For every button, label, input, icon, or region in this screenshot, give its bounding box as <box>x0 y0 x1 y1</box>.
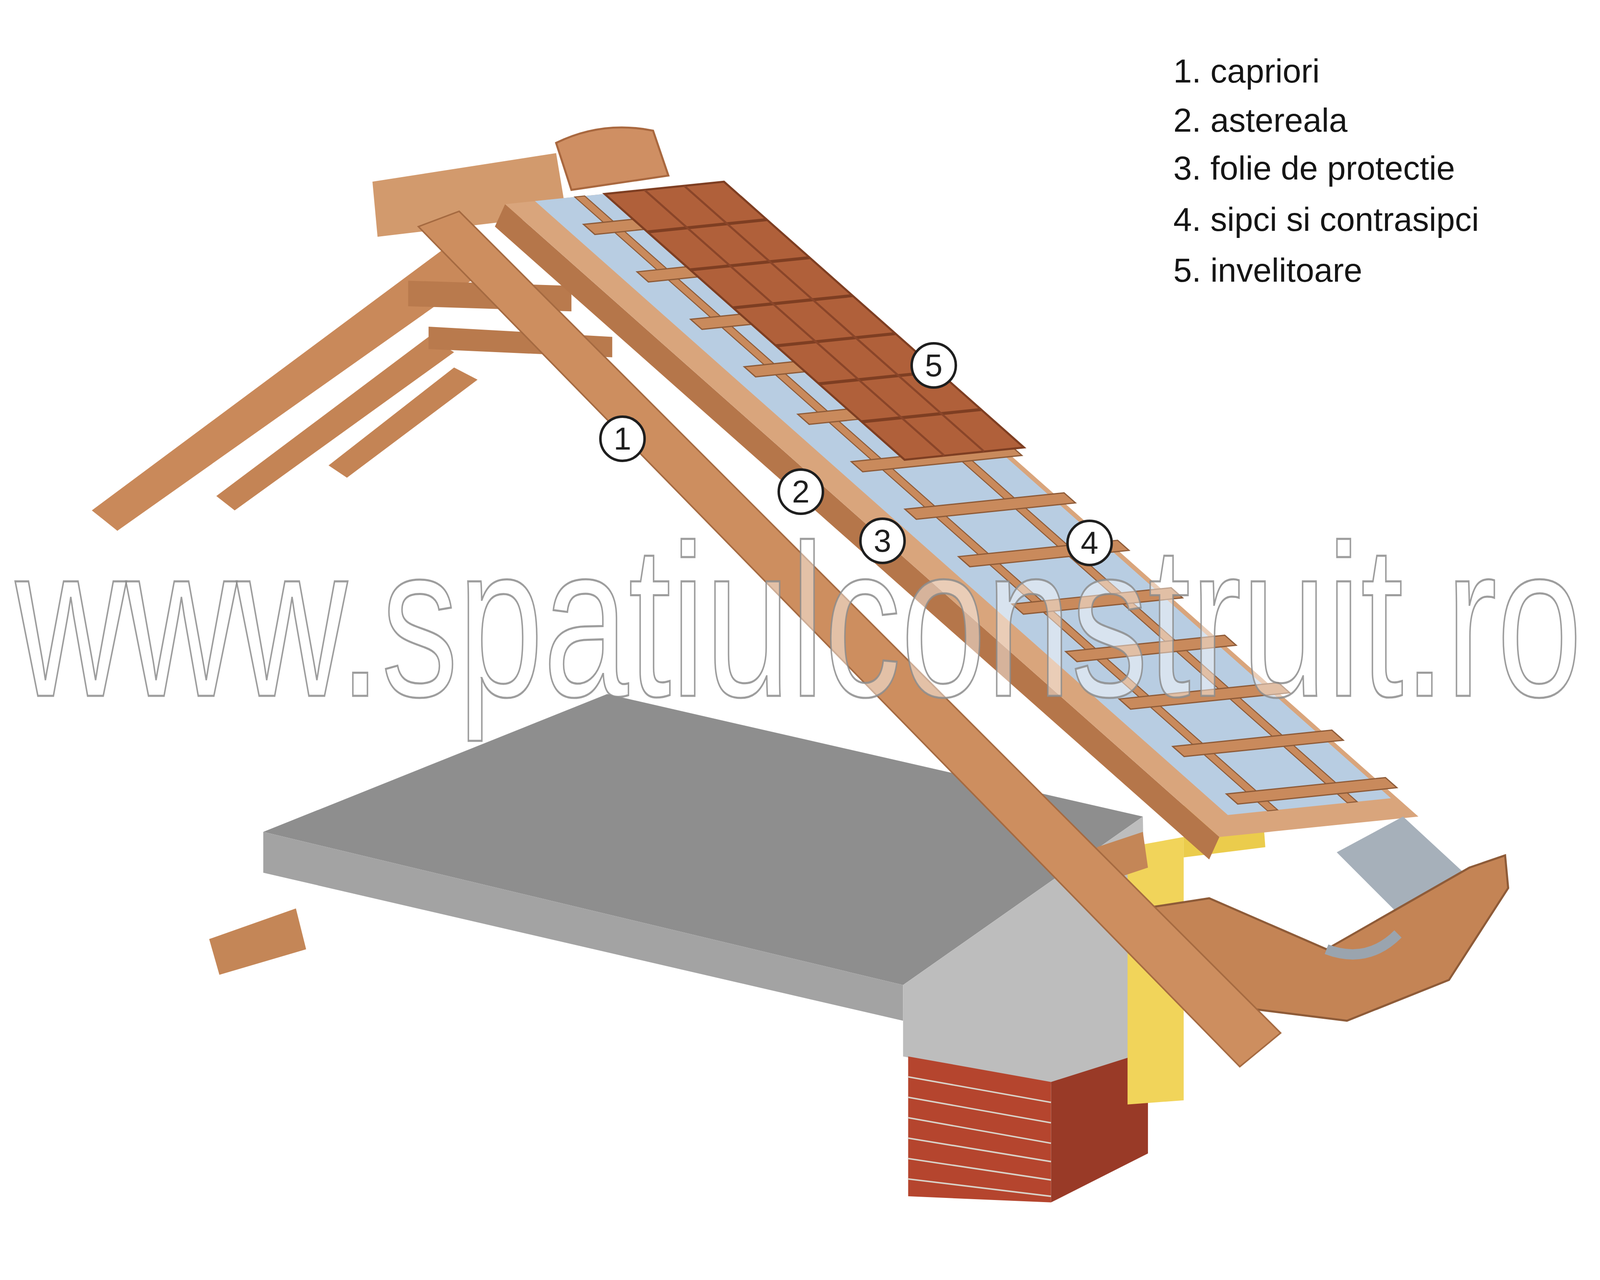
callout-number: 2 <box>777 468 825 515</box>
legend-line: 3. folie de protectie <box>1173 151 1455 185</box>
callout-number: 5 <box>910 342 958 389</box>
brick-wall <box>908 1056 1052 1203</box>
legend-line: 2. astereala <box>1173 103 1348 138</box>
ridge-tile <box>556 127 669 190</box>
legend-line: 4. sipci si contrasipci <box>1173 202 1480 237</box>
tile-rows <box>644 185 985 456</box>
slab-edge <box>263 832 904 1021</box>
rafter <box>328 367 478 478</box>
gutter-pipe <box>1326 934 1398 955</box>
brick-joints <box>908 1076 1052 1197</box>
watermark: www.spatiulconstruit.ro <box>15 512 1583 730</box>
legend-line: 5. invelitoare <box>1173 253 1363 288</box>
legend-line: 1. capriori <box>1173 54 1320 88</box>
callout-number: 1 <box>599 415 646 463</box>
roof-tiles <box>604 181 1025 460</box>
wall-plate <box>209 908 307 975</box>
wall-top <box>902 816 1148 1103</box>
